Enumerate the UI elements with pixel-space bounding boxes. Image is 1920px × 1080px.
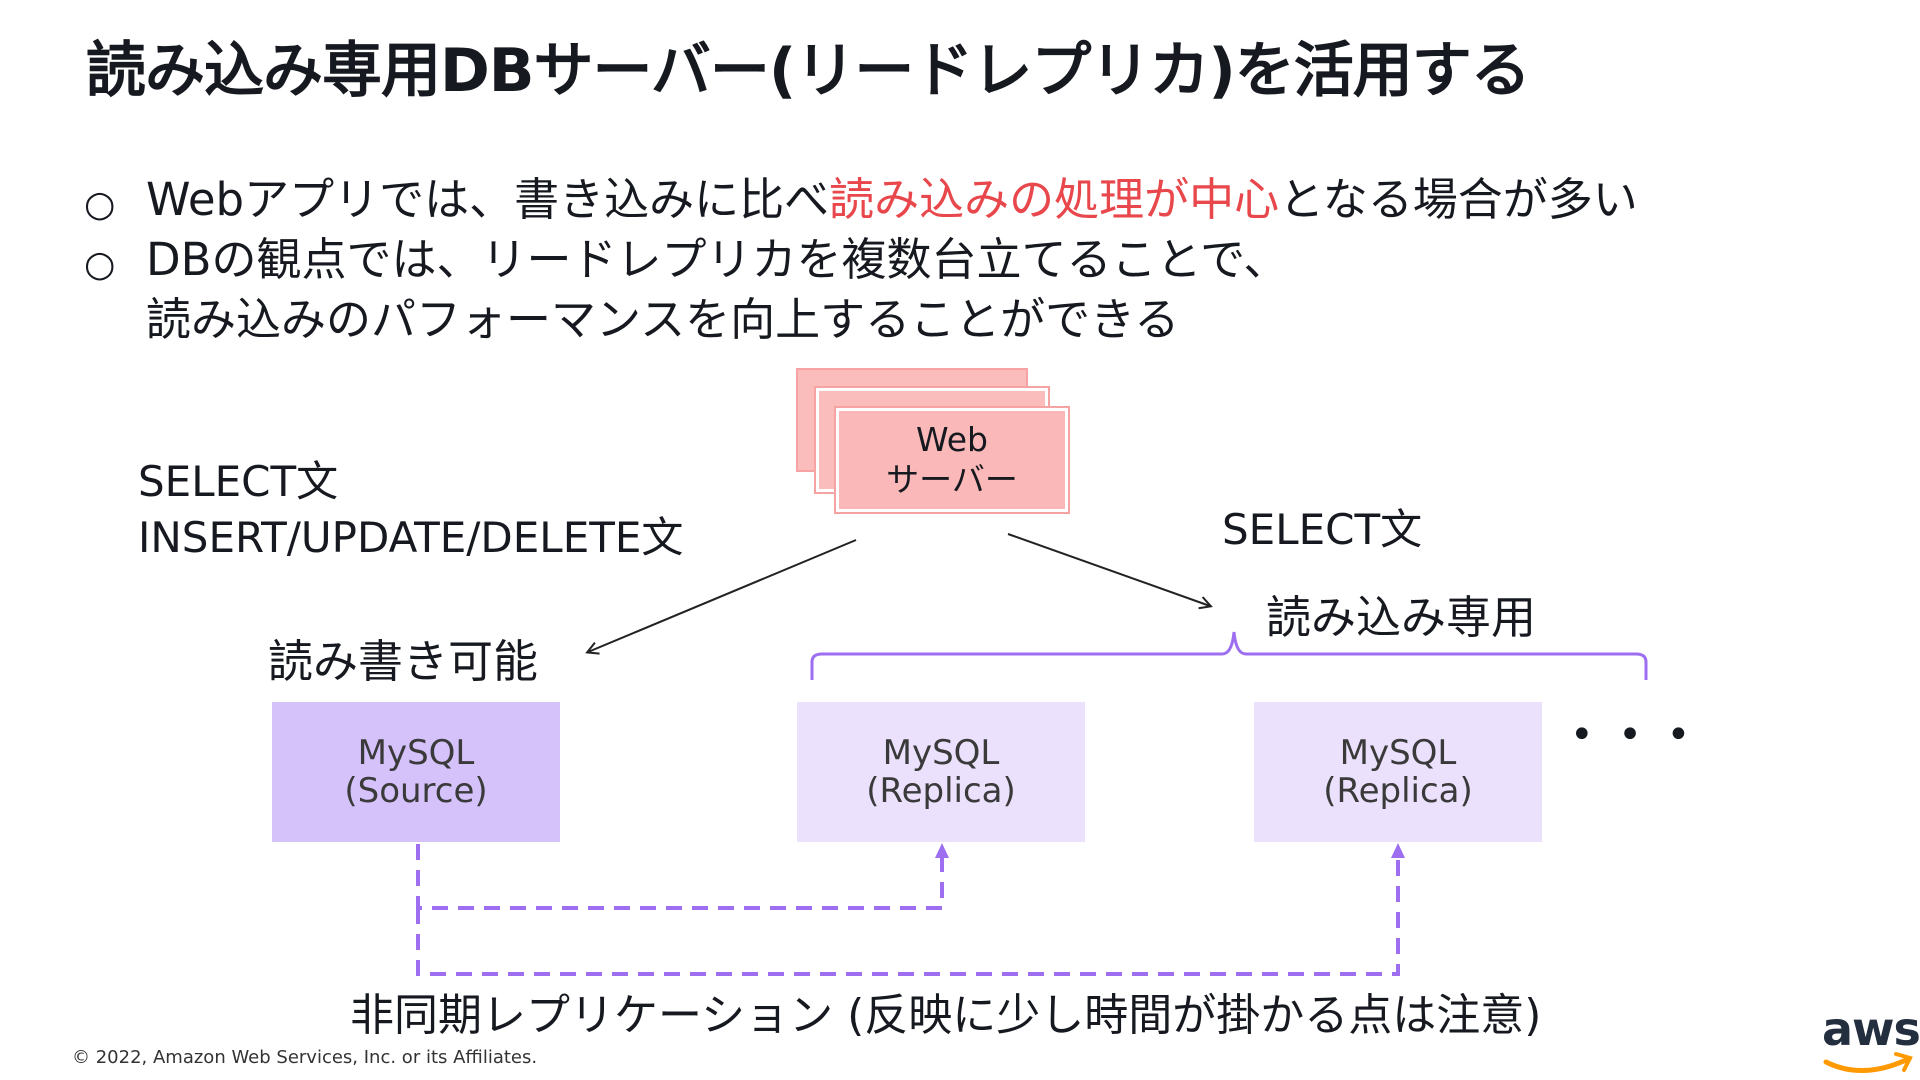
- db-label: MySQL: [357, 733, 475, 773]
- web-server-box: Web サーバー: [834, 406, 1070, 514]
- sql-line: INSERT/UPDATE/DELETE文: [138, 513, 684, 562]
- bullet-item: ○ DBの観点では、リードレプリカを複数台立てることで、 読み込みのパフォーマン…: [84, 230, 1864, 350]
- bullet-list: ○ Webアプリでは、書き込みに比べ読み込みの処理が中心となる場合が多い ○ D…: [84, 170, 1864, 350]
- sql-line: SELECT文: [138, 457, 339, 506]
- web-server-label: Web: [916, 420, 988, 459]
- page-title: 読み込み専用DBサーバー(リードレプリカ)を活用する: [86, 36, 1531, 106]
- aws-logo: aws: [1822, 1002, 1920, 1056]
- bullet-item: ○ Webアプリでは、書き込みに比べ読み込みの処理が中心となる場合が多い: [84, 170, 1864, 230]
- aws-smile-icon: [1823, 1057, 1909, 1073]
- read-only-label: 読み込み専用: [1266, 591, 1537, 644]
- copyright-footer: © 2022, Amazon Web Services, Inc. or its…: [72, 1047, 538, 1068]
- mysql-replica-box: MySQL (Replica): [797, 702, 1085, 842]
- replication-note: 非同期レプリケーション (反映に少し時間が掛かる点は注意): [350, 990, 1542, 1041]
- right-sql-label: SELECT文: [1222, 505, 1423, 554]
- read-only-bracket: [810, 631, 1648, 680]
- mysql-replica-box: MySQL (Replica): [1254, 702, 1542, 842]
- bullet-marker: ○: [84, 244, 116, 285]
- bullet-marker: ○: [84, 184, 116, 225]
- left-sql-label: SELECT文 INSERT/UPDATE/DELETE文: [138, 454, 683, 566]
- bullet-text: DBの観点では、リードレプリカを複数台立てることで、: [146, 233, 1289, 286]
- bullet-text: Webアプリでは、書き込みに比べ: [146, 173, 830, 226]
- bullet-text: となる場合が多い: [1279, 173, 1638, 226]
- bullet-highlight: 読み込みの処理が中心: [829, 173, 1280, 226]
- read-write-label: 読み書き可能: [268, 635, 539, 688]
- arrow-web-to-source: [588, 539, 857, 652]
- db-label: (Source): [344, 771, 488, 811]
- more-replicas-ellipsis: • • •: [1570, 712, 1697, 758]
- aws-smile-arrow-icon: [1894, 1052, 1913, 1072]
- db-label: (Replica): [866, 771, 1016, 811]
- web-server-label: サーバー: [886, 460, 1018, 499]
- replication-line-replica2: [416, 843, 1405, 976]
- bullet-text: 読み込みのパフォーマンスを向上することができる: [146, 293, 1180, 346]
- db-label: MySQL: [882, 733, 1000, 773]
- arrow-web-to-replicas: [1007, 533, 1210, 606]
- mysql-source-box: MySQL (Source): [272, 702, 560, 842]
- db-label: MySQL: [1339, 733, 1457, 773]
- db-label: (Replica): [1323, 771, 1473, 811]
- replication-line-replica1: [416, 843, 949, 910]
